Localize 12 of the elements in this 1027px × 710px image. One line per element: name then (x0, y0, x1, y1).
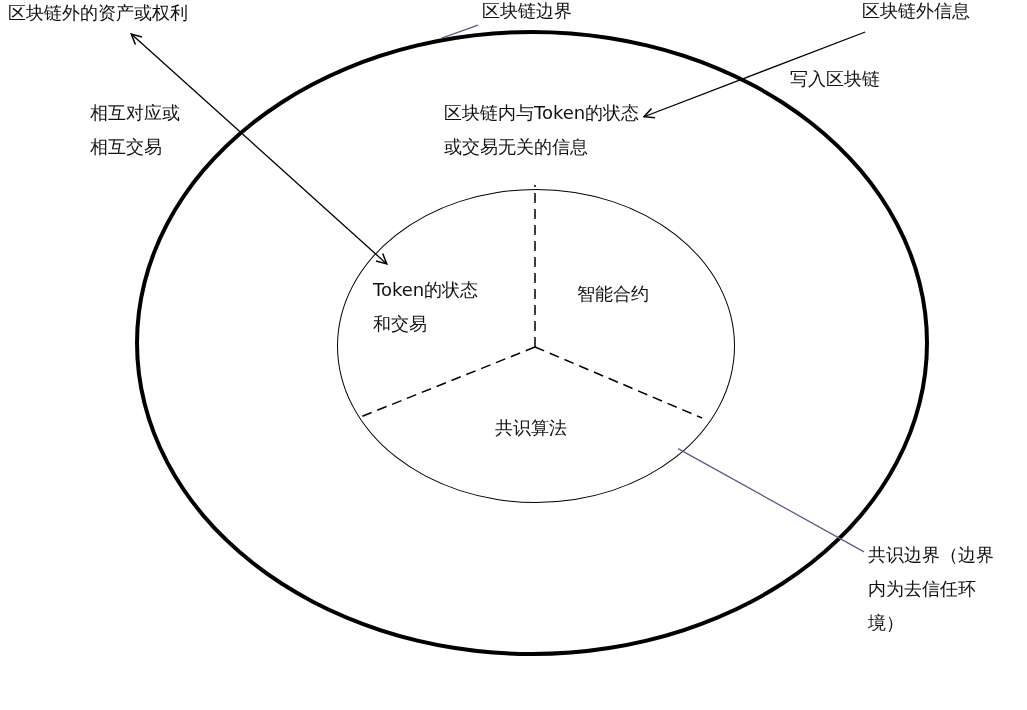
node-text: 区块链内与Token的状态或交易无关的信息 (444, 96, 644, 164)
leader-line (440, 24, 479, 39)
node-text: 共识算法 (495, 411, 585, 445)
node-text: 共识边界（边界内为去信任环境） (868, 538, 994, 640)
leader-line (677, 447, 865, 553)
double-arrow (130, 33, 388, 265)
node-text: 区块链外信息 (862, 0, 982, 28)
arrow (643, 31, 866, 119)
node-text: 区块链外的资产或权利 (8, 0, 208, 30)
node-text: Token的状态和交易 (373, 273, 495, 341)
node-text: 智能合约 (577, 277, 667, 311)
node-text: 区块链边界 (482, 0, 582, 28)
